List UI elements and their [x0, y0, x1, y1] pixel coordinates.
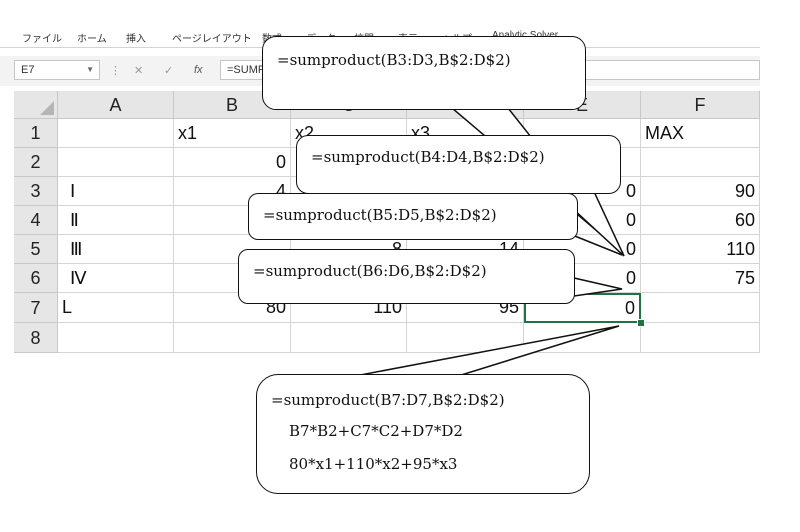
name-box[interactable]: E7 ▼ [14, 60, 100, 80]
tab-page-layout[interactable]: ページレイアウト [172, 34, 252, 45]
tab-file[interactable]: ファイル [22, 34, 62, 45]
cell-a5[interactable]: Ⅲ [58, 235, 174, 264]
callout-tail-row6 [573, 277, 623, 297]
cell-a3[interactable]: Ⅰ [58, 177, 174, 206]
chevron-down-icon[interactable]: ▼ [86, 65, 94, 74]
cell-a1[interactable] [58, 119, 174, 148]
callout-row3-text: =sumproduct(B3:D3,B$2:D$2) [277, 51, 511, 69]
cell-f1[interactable]: MAX [641, 119, 760, 148]
select-all-triangle-icon [40, 101, 54, 115]
callout-row6-text: =sumproduct(B6:D6,B$2:D$2) [253, 262, 487, 280]
cell-b8[interactable] [174, 323, 291, 353]
cell-a4-text: Ⅱ [70, 210, 79, 230]
callout-row5-text: =sumproduct(B5:D5,B$2:D$2) [263, 206, 497, 224]
cell-a4[interactable]: Ⅱ [58, 206, 174, 235]
row-header-6[interactable]: 6 [14, 264, 58, 293]
cell-b3[interactable]: 4 [174, 177, 291, 206]
callout-row6: =sumproduct(B6:D6,B$2:D$2) [238, 249, 575, 304]
row-header-1[interactable]: 1 [14, 119, 58, 148]
cell-f3[interactable]: 90 [641, 177, 760, 206]
callout-row7-line1: =sumproduct(B7:D7,B$2:D$2) [271, 391, 505, 409]
select-all-corner[interactable] [14, 91, 58, 119]
callout-row7-line3: 80*x1+110*x2+95*x3 [289, 455, 458, 473]
cell-f7[interactable] [641, 293, 760, 323]
cell-c8[interactable] [291, 323, 407, 353]
cell-f2[interactable] [641, 148, 760, 177]
column-header-a[interactable]: A [58, 91, 174, 119]
row-header-4[interactable]: 4 [14, 206, 58, 235]
cell-f5[interactable]: 110 [641, 235, 760, 264]
cell-a6-text: Ⅳ [70, 268, 87, 288]
column-header-f[interactable]: F [641, 91, 760, 119]
callout-row4: =sumproduct(B4:D4,B$2:D$2) [296, 135, 621, 194]
cell-a7[interactable]: L [58, 293, 174, 323]
name-box-value: E7 [21, 64, 35, 76]
cell-a8[interactable] [58, 323, 174, 353]
more-options-icon: ⋮ [110, 65, 121, 77]
row-header-8[interactable]: 8 [14, 323, 58, 353]
cell-b1[interactable]: x1 [174, 119, 291, 148]
tab-analytic-solver[interactable]: Analytic Solver [492, 30, 558, 41]
cell-a2[interactable] [58, 148, 174, 177]
callout-row7-line2: B7*B2+C7*C2+D7*D2 [289, 422, 463, 440]
tab-insert[interactable]: 挿入 [126, 34, 146, 45]
cancel-icon[interactable]: ✕ [134, 65, 144, 77]
enter-icon[interactable]: ✓ [164, 65, 174, 77]
row-header-5[interactable]: 5 [14, 235, 58, 264]
insert-function-icon[interactable]: fx [194, 64, 203, 76]
cell-a3-text: Ⅰ [70, 181, 76, 201]
cell-f6[interactable]: 75 [641, 264, 760, 293]
callout-row4-text: =sumproduct(B4:D4,B$2:D$2) [311, 148, 545, 166]
row-header-2[interactable]: 2 [14, 148, 58, 177]
cell-f4[interactable]: 60 [641, 206, 760, 235]
cell-a5-text: Ⅲ [70, 239, 83, 259]
row-header-3[interactable]: 3 [14, 177, 58, 206]
callout-row5: =sumproduct(B5:D5,B$2:D$2) [248, 193, 578, 240]
tab-home[interactable]: ホーム [77, 34, 107, 45]
callout-tail-row7 [354, 325, 620, 377]
cell-a6[interactable]: Ⅳ [58, 264, 174, 293]
row-header-7[interactable]: 7 [14, 293, 58, 323]
cell-b2[interactable]: 0 [174, 148, 291, 177]
callout-row7: =sumproduct(B7:D7,B$2:D$2) B7*B2+C7*C2+D… [256, 374, 590, 494]
cell-f8[interactable] [641, 323, 760, 353]
callout-row3: =sumproduct(B3:D3,B$2:D$2) [262, 36, 586, 110]
fill-handle[interactable] [637, 319, 645, 327]
